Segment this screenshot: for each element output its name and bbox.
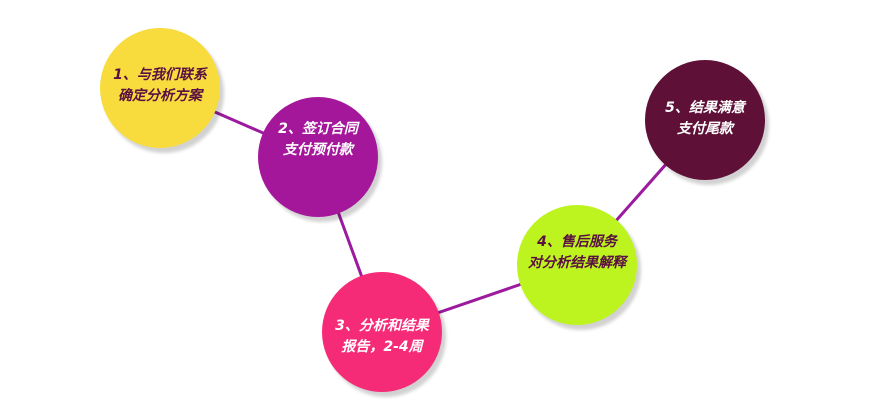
- step-4-line1: 4、售后服务: [537, 234, 617, 250]
- step-3-line1: 3、分析和结果: [335, 318, 429, 334]
- step-4-circle: 4、售后服务 对分析结果解释: [517, 205, 637, 325]
- step-1-line1: 1、与我们联系: [113, 67, 207, 83]
- step-2-line2: 支付预付款: [283, 142, 353, 158]
- step-2-line1: 2、签订合同: [278, 121, 358, 137]
- step-1-line2: 确定分析方案: [118, 88, 202, 104]
- step-5-line2: 支付尾款: [677, 121, 733, 137]
- step-5-line1: 5、结果满意: [665, 100, 745, 116]
- step-5-circle: 5、结果满意 支付尾款: [645, 60, 765, 180]
- step-3-line2: 报告，2-4周: [341, 339, 423, 355]
- step-4-line2: 对分析结果解释: [528, 255, 626, 271]
- step-3-circle: 3、分析和结果 报告，2-4周: [322, 272, 442, 392]
- step-2-circle: 2、签订合同 支付预付款: [258, 97, 378, 217]
- step-1-circle: 1、与我们联系 确定分析方案: [100, 28, 220, 148]
